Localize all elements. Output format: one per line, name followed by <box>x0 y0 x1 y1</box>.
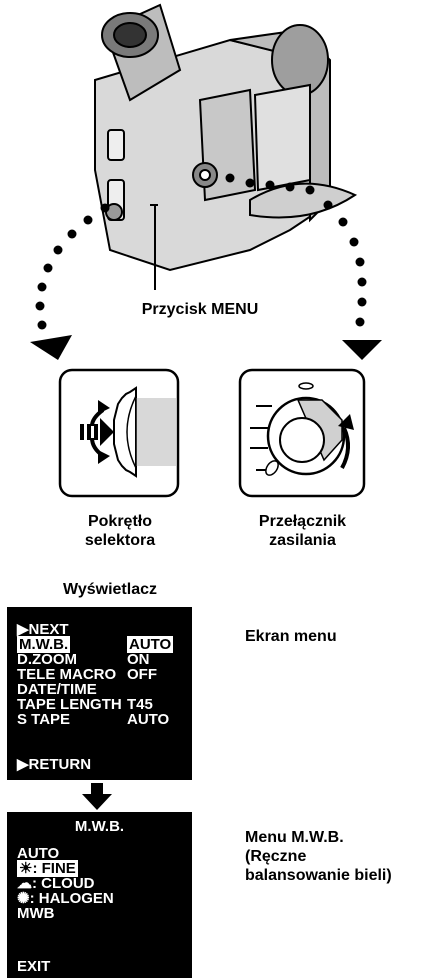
menu-row-tapelength-label: TAPE LENGTH <box>17 696 122 713</box>
power-switch-icon <box>250 382 346 476</box>
down-arrow-icon <box>82 783 112 810</box>
menu-row-datetime-label: DATE/TIME <box>17 681 97 698</box>
mwb-exit: EXIT <box>17 958 51 975</box>
menu-screen-caption: Ekran menu <box>245 628 337 645</box>
halogen-icon: ✺ <box>17 890 30 907</box>
mwb-item-mwb: MWB <box>17 905 55 922</box>
rotate-arrow-icon <box>338 414 354 430</box>
menu-row-return: ▶RETURN <box>17 756 92 773</box>
menu-row-dzoom-value: ON <box>127 651 150 668</box>
menu-row-dzoom-label: D.ZOOM <box>17 651 77 668</box>
menu-row-telemacro-value: OFF <box>127 666 157 683</box>
power-switch-box <box>238 368 366 498</box>
menu-row-stape-label: S TAPE <box>17 711 71 728</box>
mwb-item-fine: ☀: FINE <box>17 860 78 877</box>
power-switch-label: Przełącznik zasilania <box>258 513 347 549</box>
menu-screen: ▶NEXT M.W.B. AUTO D.ZOOM ON TELE MACRO O… <box>7 607 192 780</box>
display-label: Wyświetlacz <box>63 581 157 598</box>
selector-dial-icon <box>113 386 176 478</box>
menu-row-tapelength-value: T45 <box>127 696 153 713</box>
mwb-title: M.W.B. <box>74 818 125 835</box>
camcorder-icon <box>94 3 358 272</box>
right-dotted-arrow <box>225 173 382 360</box>
camcorder-illustration <box>30 3 382 360</box>
mwb-item-cloud: ☁: CLOUD <box>17 875 95 892</box>
menu-button-label: Przycisk MENU <box>141 301 259 318</box>
selector-dial-label: Pokrętło selektora <box>84 513 156 549</box>
mwb-screen: M.W.B. AUTO ☀: FINE ☁: CLOUD ✺: HALOGEN … <box>7 812 192 978</box>
mwb-item-auto: AUTO <box>17 845 60 862</box>
push-arrow-icon <box>80 418 114 446</box>
menu-row-telemacro-label: TELE MACRO <box>17 666 117 683</box>
rotate-up-arrow-icon <box>98 400 110 414</box>
left-dotted-arrow <box>30 203 110 360</box>
selector-dial-box <box>58 368 180 498</box>
sun-icon: ☀ <box>19 860 33 877</box>
cloud-icon: ☁ <box>17 875 32 892</box>
menu-row-mwb-value: AUTO <box>127 636 174 653</box>
rotate-down-arrow-icon <box>98 450 110 464</box>
menu-row-next: ▶NEXT <box>17 621 69 638</box>
mwb-item-halogen: ✺: HALOGEN <box>17 890 114 907</box>
mwb-screen-caption: Menu M.W.B. (Ręczne balansowanie bieli) <box>245 829 392 884</box>
menu-row-stape-value: AUTO <box>127 711 170 728</box>
menu-row-mwb-label: M.W.B. <box>17 636 71 653</box>
